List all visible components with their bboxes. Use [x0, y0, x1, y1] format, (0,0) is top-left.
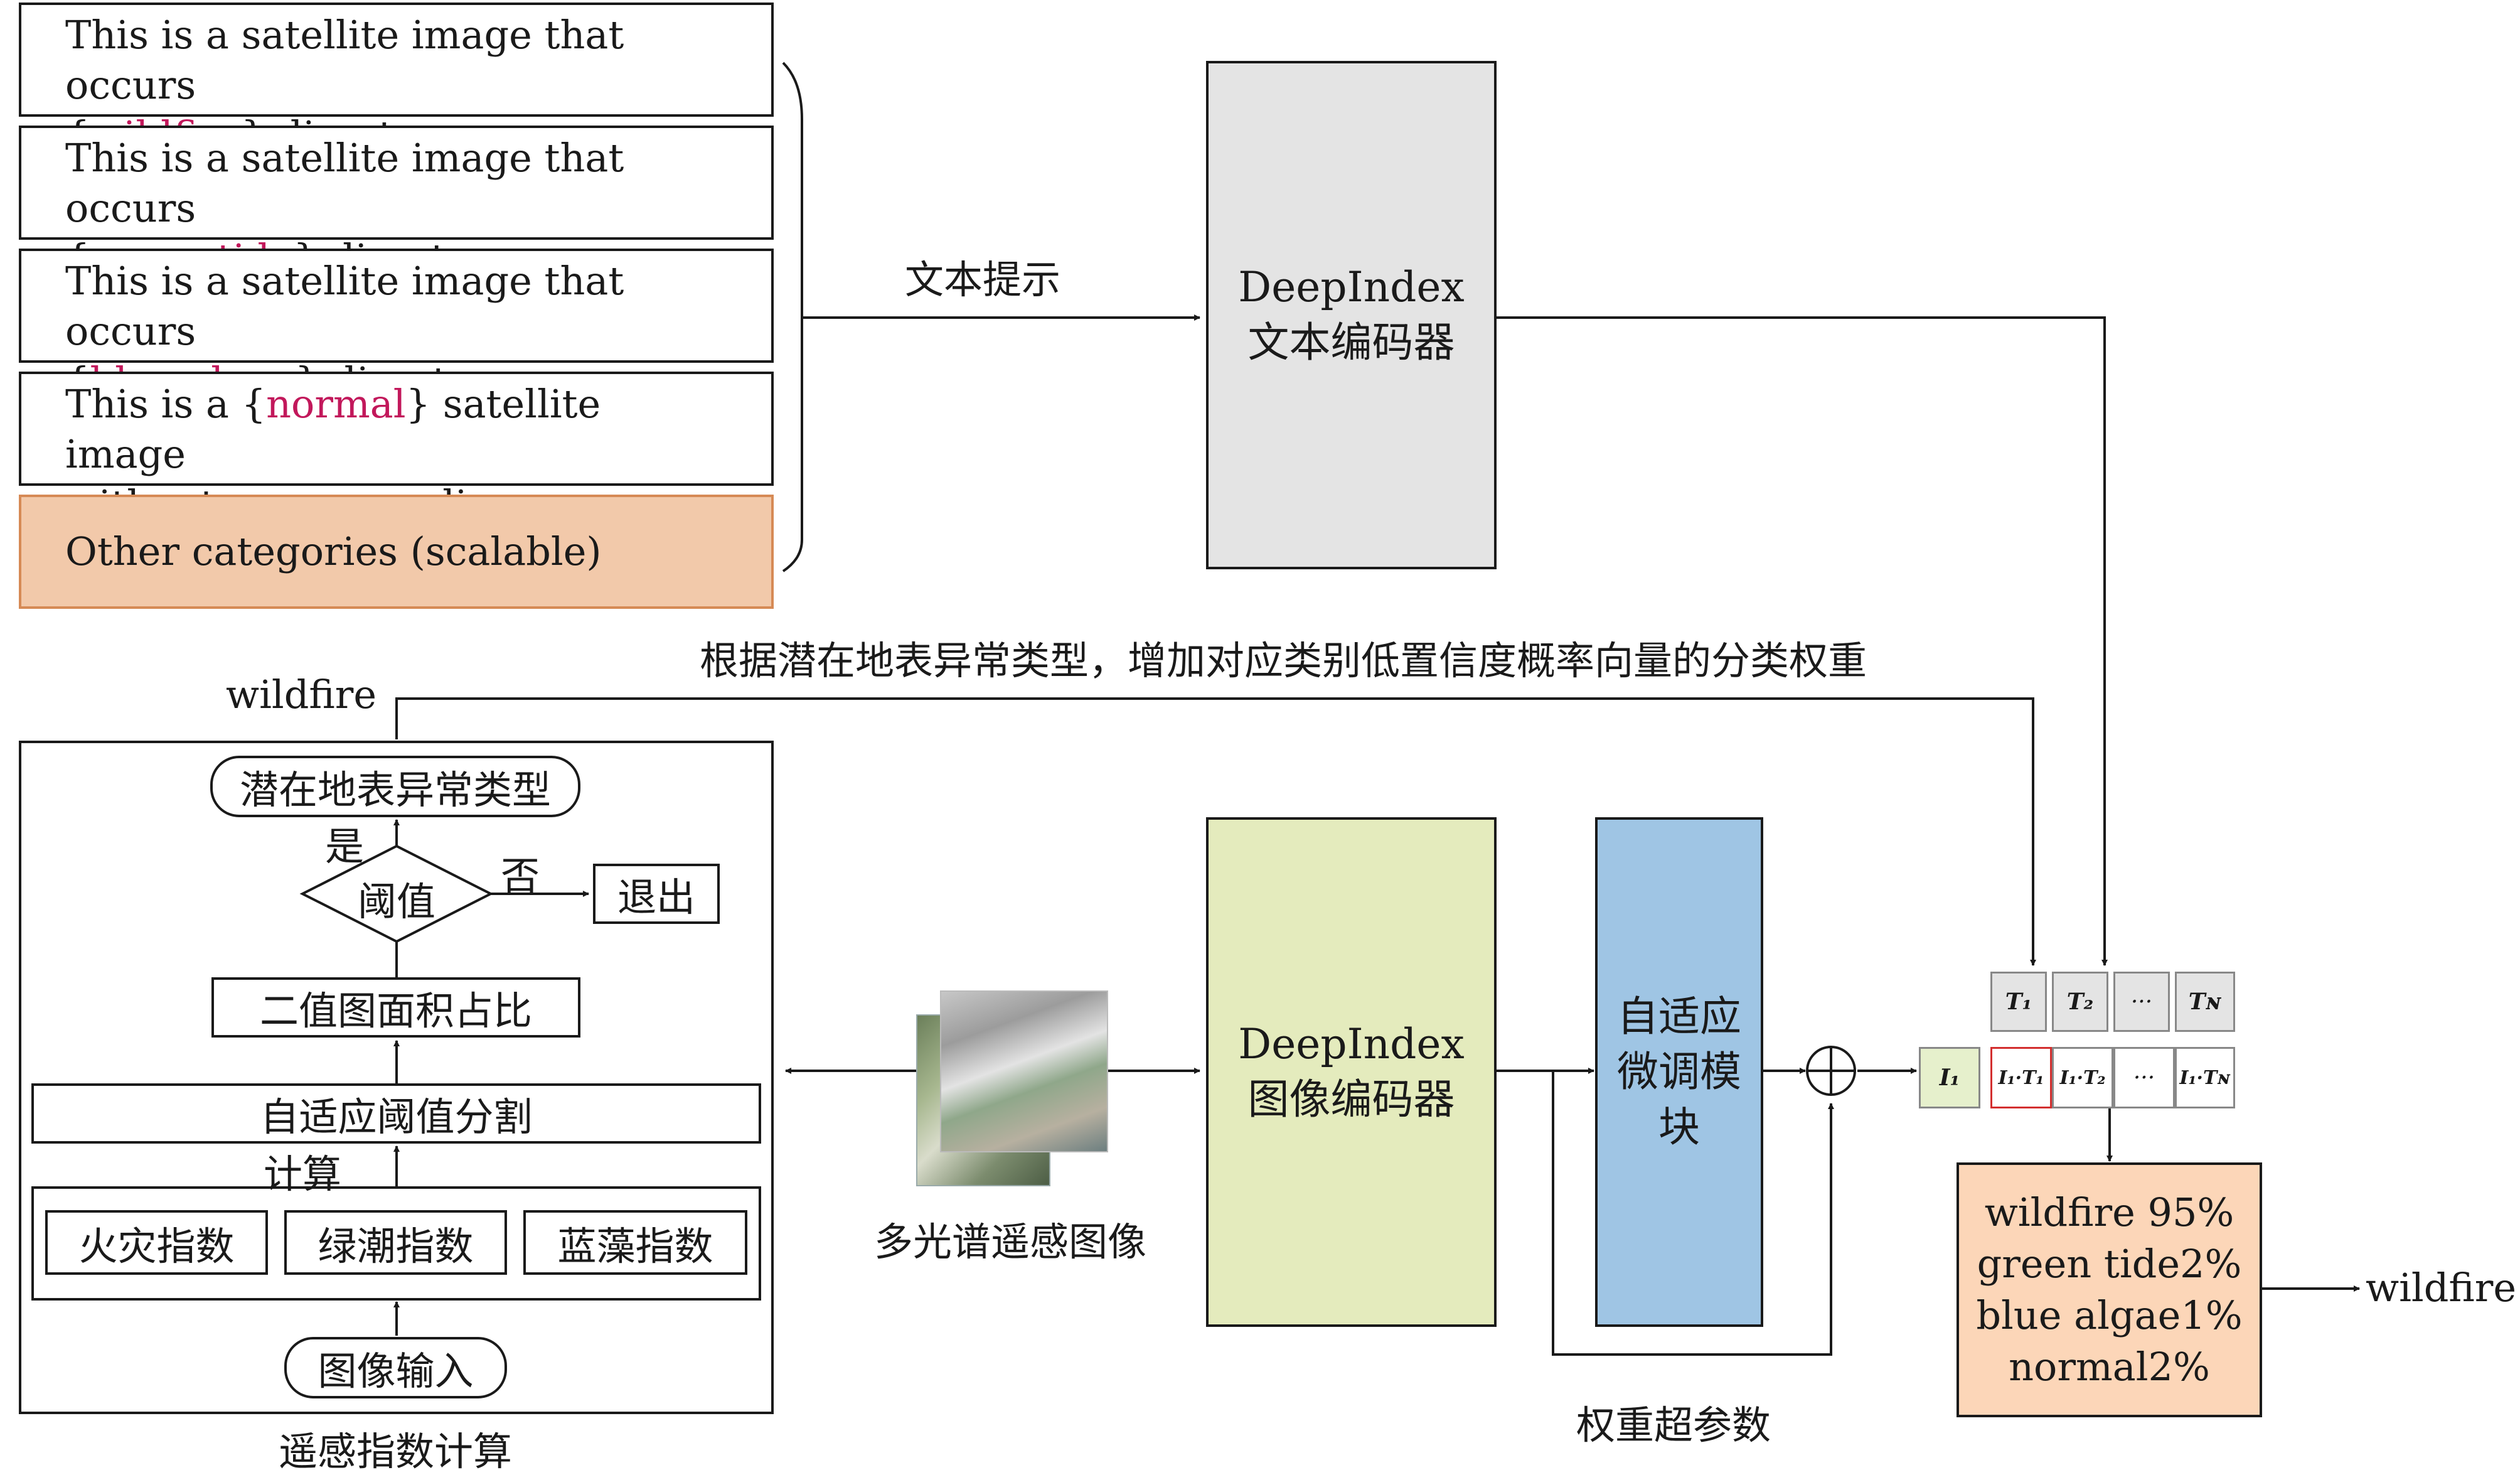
- arrow-wildfire-to-matrix: [395, 697, 2036, 966]
- multispectral-image-front: [940, 990, 1108, 1152]
- compute-label: 计算: [264, 1151, 342, 1197]
- prompt-text: This is a satellite image that occurs: [65, 258, 624, 354]
- matrix-t-dots: ···: [2113, 972, 2170, 1032]
- adaptive-module-box: 自适应 微调模 块: [1595, 817, 1763, 1327]
- arrow-text-encoder-to-matrix: [1497, 316, 2108, 966]
- threshold-label: 阈值: [357, 879, 435, 925]
- green-tide-index-box: 绿潮指数: [284, 1210, 507, 1275]
- prompt-text: This is a satellite image that occurs: [65, 12, 624, 108]
- matrix-i1t2: I₁·T₂: [2052, 1047, 2113, 1108]
- matrix-tn: Tɴ: [2175, 972, 2235, 1032]
- exit-box: 退出: [593, 864, 720, 924]
- matrix-i1-dots: ···: [2113, 1047, 2175, 1108]
- ms-image-label: 多光谱遥感图像: [873, 1219, 1146, 1265]
- residual-path: [1552, 1071, 1834, 1356]
- text-encoder-name: DeepIndex: [1238, 263, 1465, 311]
- index-group-box: [31, 1186, 761, 1301]
- image-input-box: 图像输入: [284, 1337, 507, 1398]
- prompt-box-normal: This is a {normal} satellite image witho…: [19, 372, 774, 527]
- left-output-label: wildfire: [226, 672, 377, 717]
- image-encoder-name: DeepIndex: [1238, 1020, 1465, 1068]
- result-green-tide: green tide2%: [1977, 1241, 2242, 1287]
- yes-label: 是: [325, 824, 365, 869]
- image-encoder-label: 图像编码器: [1247, 1075, 1455, 1124]
- matrix-i1: I₁: [1919, 1047, 1980, 1108]
- other-categories-label: Other categories (scalable): [65, 528, 602, 574]
- prompt-text: This is a: [65, 381, 242, 427]
- text-prompt-label: 文本提示: [905, 257, 1061, 303]
- panel-caption: 遥感指数计算: [278, 1429, 512, 1470]
- image-encoder-box: DeepIndex 图像编码器: [1206, 817, 1497, 1327]
- result-blue-algae: blue algae1%: [1976, 1292, 2243, 1338]
- prompt-text: This is a satellite image that occurs: [65, 135, 624, 231]
- anomaly-type-box: 潜在地表异常类型: [210, 756, 580, 817]
- result-wildfire: wildfire 95%: [1984, 1189, 2234, 1235]
- result-normal: normal2%: [2009, 1344, 2210, 1390]
- prompt-box-green-tide: This is a satellite image that occurs {g…: [19, 126, 774, 281]
- text-encoder-label: 文本编码器: [1247, 318, 1455, 367]
- matrix-t1: T₁: [1990, 972, 2047, 1032]
- hyperparam-label: 权重超参数: [1576, 1402, 1771, 1448]
- fire-index-box: 火灾指数: [45, 1210, 268, 1275]
- adaptive-seg-box: 自适应阈值分割: [31, 1083, 761, 1144]
- result-box: wildfire 95% green tide2% blue algae1% n…: [1957, 1162, 2262, 1417]
- prompt-keyword: normal: [266, 381, 406, 427]
- no-label: 否: [501, 853, 540, 899]
- area-ratio-box: 二值图面积占比: [211, 977, 580, 1038]
- text-encoder-box: DeepIndex 文本编码器: [1206, 61, 1497, 569]
- prompt-box-wildfire: This is a satellite image that occurs {w…: [19, 3, 774, 158]
- matrix-i1t1-selected: I₁·T₁: [1990, 1047, 2052, 1108]
- other-categories-box: Other categories (scalable): [19, 495, 774, 609]
- threshold-diamond: [299, 844, 494, 943]
- final-output-label: wildfire: [2366, 1265, 2517, 1311]
- index-computation-panel: [19, 741, 774, 1414]
- weight-note: 根据潜在地表异常类型，增加对应类别低置信度概率向量的分类权重: [700, 638, 1867, 684]
- algae-index-box: 蓝藻指数: [523, 1210, 747, 1275]
- matrix-i1tn: I₁·Tɴ: [2175, 1047, 2235, 1108]
- matrix-t2: T₂: [2052, 972, 2108, 1032]
- prompt-box-blue-algae: This is a satellite image that occurs {b…: [19, 249, 774, 404]
- prompt-group-brace: [782, 62, 803, 572]
